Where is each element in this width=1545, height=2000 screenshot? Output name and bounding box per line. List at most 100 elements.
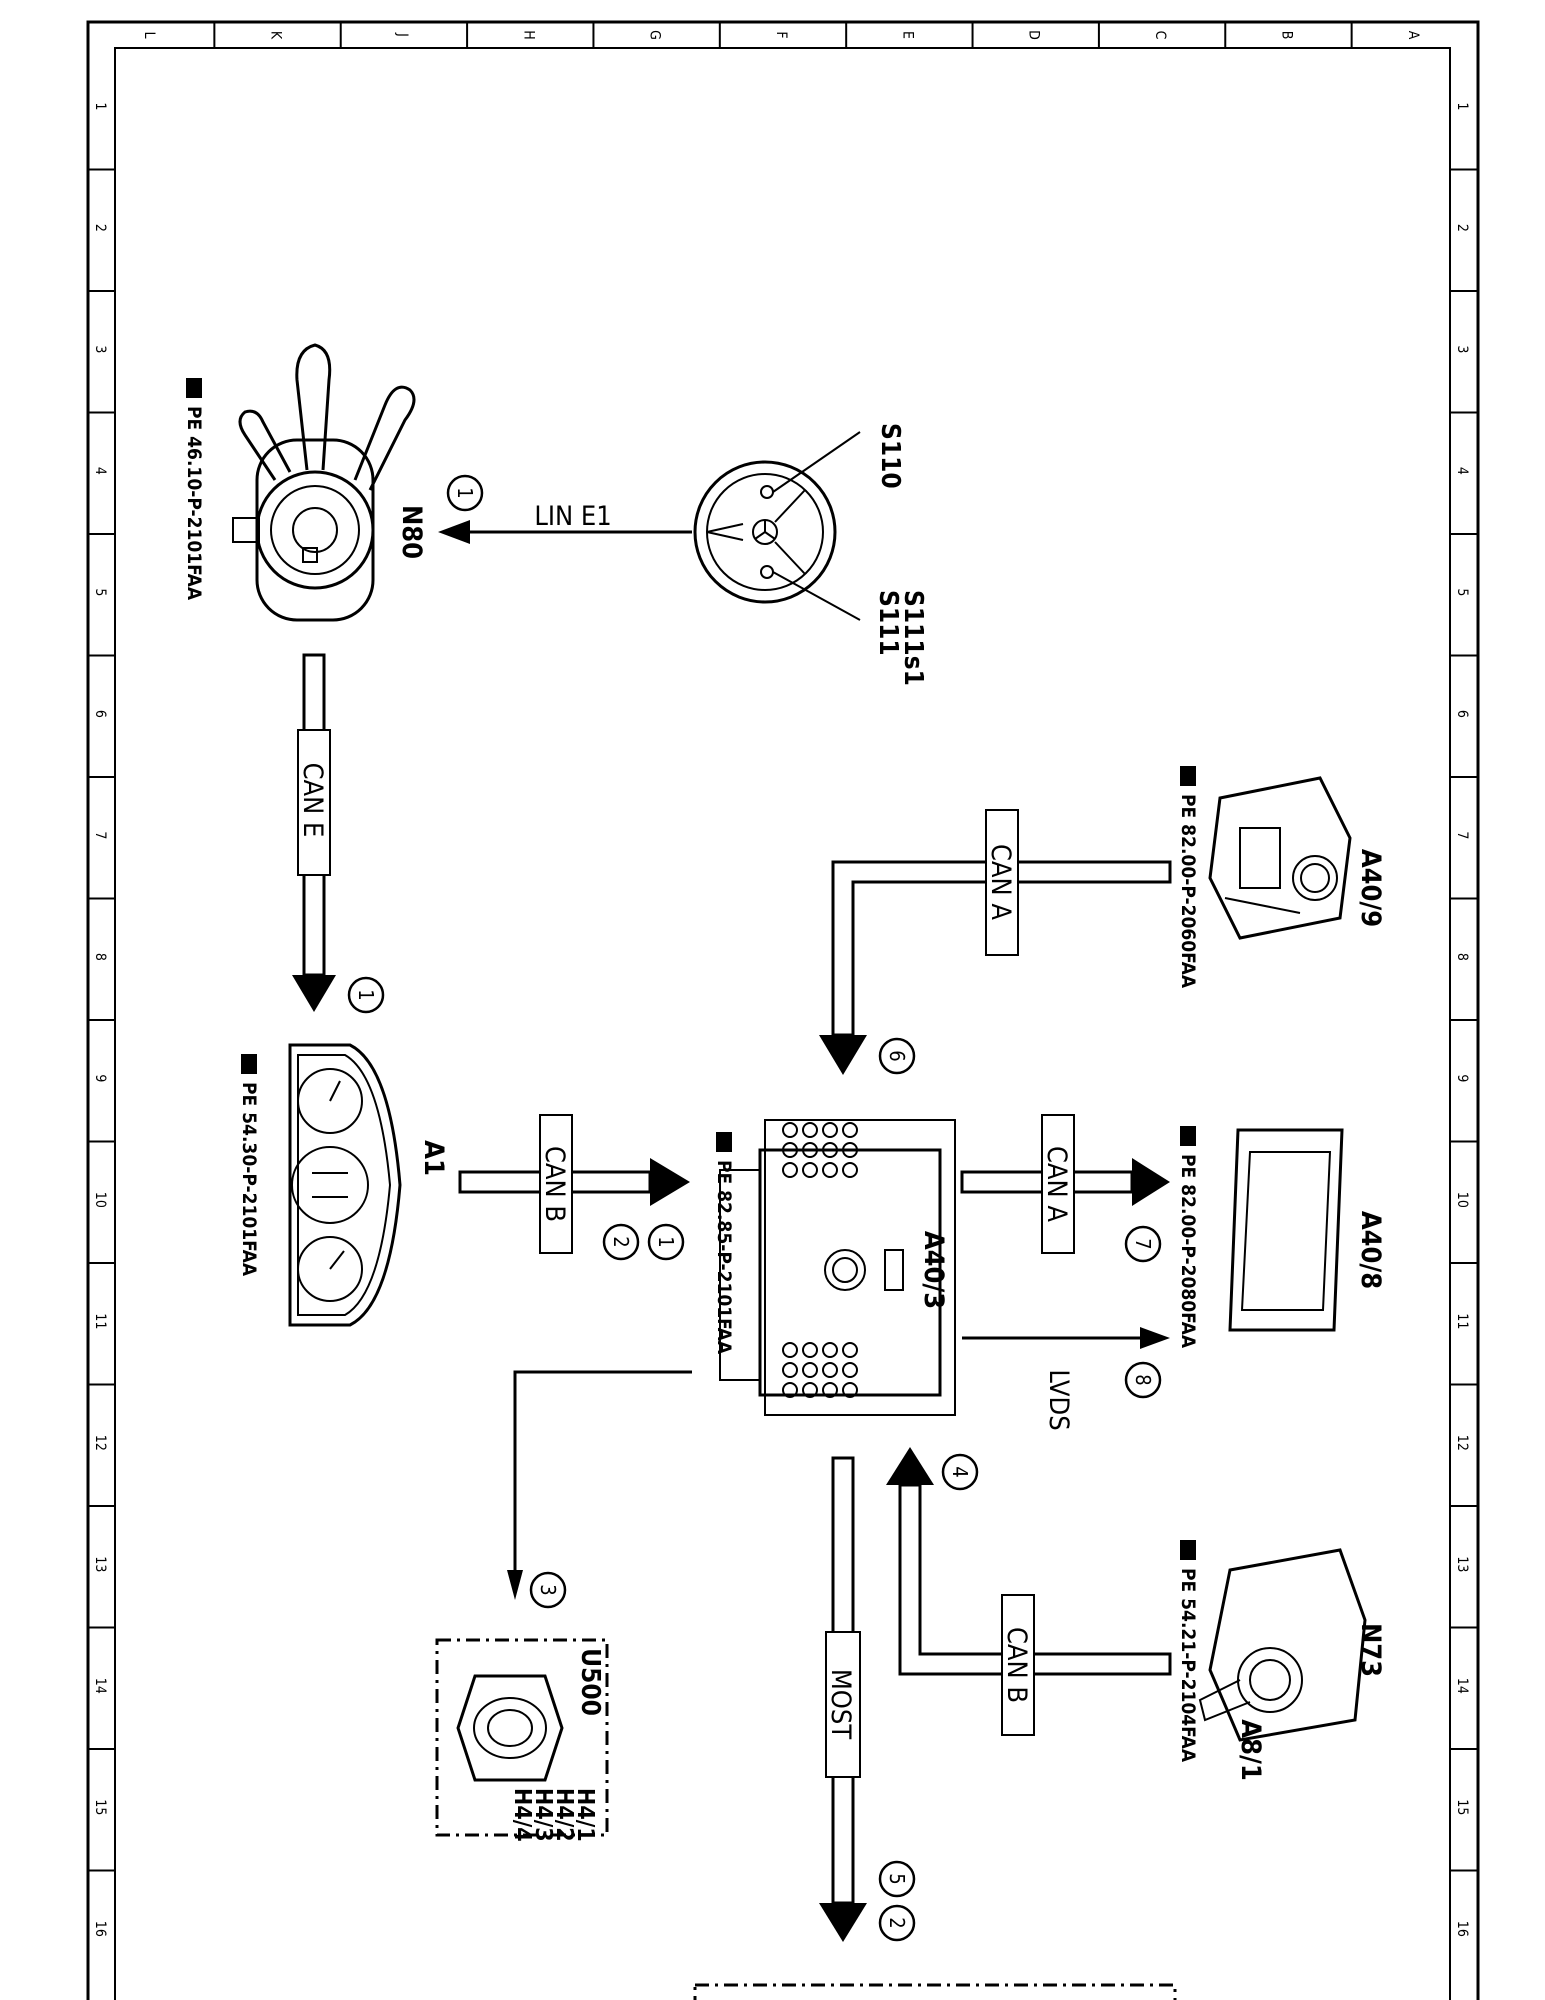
a408-ref-text: PE 82.00-P-2080FAA — [1177, 1154, 1199, 1349]
marker-a403-b: 2 — [602, 1223, 640, 1261]
zone-number-left-3: 3 — [92, 345, 108, 353]
can-b-n73-label: CAN B — [1001, 1627, 1032, 1703]
zone-number-right-6: 6 — [1454, 710, 1470, 718]
u500-box — [435, 1638, 609, 1837]
most-label: MOST — [825, 1669, 856, 1740]
zone-number-left-4: 4 — [92, 467, 108, 475]
zone-number-left-7: 7 — [92, 831, 108, 839]
marker-most-a: 5 — [878, 1860, 916, 1898]
s111-label: S111 — [873, 590, 903, 656]
zone-number-right-8: 8 — [1454, 953, 1470, 961]
s110-label: S110 — [875, 423, 905, 489]
marker-u500-number: 3 — [536, 1584, 560, 1595]
can-e-connection: CAN E — [292, 653, 336, 1012]
a81-code: A8/1 — [1235, 1719, 1266, 1780]
n73-ref-text: PE 54.21-P-2104FAA — [1177, 1568, 1199, 1763]
zone-letter-c: C — [1152, 31, 1168, 40]
u500-item-2: H4/2 — [551, 1788, 577, 1842]
marker-most-b: 2 — [878, 1904, 916, 1942]
a403-code: A40/3 — [918, 1231, 949, 1309]
zone-number-left-6: 6 — [92, 710, 108, 718]
zone-letter-k: K — [268, 31, 284, 40]
zone-number-right-15: 15 — [1454, 1799, 1470, 1815]
u500-item-4: H4/4 — [509, 1788, 535, 1842]
display-icon — [1228, 1128, 1344, 1332]
marker-a1: 1 — [347, 976, 385, 1014]
zone-number-right-3: 3 — [1454, 345, 1470, 353]
zone-letter-a: A — [1405, 31, 1421, 40]
a403-ref: PE 82.85-P-2101FAA — [713, 1132, 735, 1355]
a408-ref: PE 82.00-P-2080FAA — [1177, 1126, 1199, 1349]
marker-most-a-number: 5 — [885, 1873, 909, 1884]
zone-number-right-11: 11 — [1454, 1313, 1470, 1329]
zone-letter-g: G — [647, 30, 663, 40]
u500-code: U500 — [575, 1648, 605, 1716]
zone-letter-f: F — [773, 31, 789, 38]
marker-n73: 4 — [941, 1453, 979, 1491]
n80-code: N80 — [396, 505, 427, 559]
most-target-box — [693, 1983, 1177, 2000]
zone-letter-b: B — [1278, 31, 1294, 40]
s111s1-label: S111s1 — [898, 590, 928, 686]
zone-number-left-12: 12 — [92, 1435, 108, 1451]
a408-code: A40/8 — [1355, 1211, 1386, 1289]
ignition-switch-icon — [1198, 1548, 1367, 1742]
lvds-label: LVDS — [1043, 1369, 1074, 1430]
zone-letter-h: H — [520, 30, 536, 39]
marker-a403-a: 1 — [647, 1223, 685, 1261]
can-b-a1-connection: CAN B — [458, 1114, 690, 1254]
marker-can-a-in-number: 6 — [885, 1050, 909, 1061]
zone-number-right-1: 1 — [1454, 102, 1470, 110]
head-unit-icon — [719, 1119, 956, 1416]
u500-item-3: H4/3 — [530, 1788, 556, 1842]
combination-switch-icon — [232, 343, 416, 622]
marker-n80: 1 — [446, 474, 484, 512]
zone-number-right-13: 13 — [1454, 1556, 1470, 1572]
zone-number-left-13: 13 — [92, 1556, 108, 1572]
marker-lvds-number: 8 — [1131, 1374, 1155, 1385]
zone-number-right-5: 5 — [1454, 588, 1470, 596]
can-b-a1-label: CAN B — [539, 1146, 570, 1222]
marker-a403-a-number: 1 — [654, 1236, 678, 1247]
zone-number-right-7: 7 — [1454, 831, 1470, 839]
a409-ref: PE 82.00-P-2060FAA — [1177, 766, 1199, 989]
zone-letter-l: L — [141, 31, 157, 38]
a1-ref-text: PE 54.30-P-2101FAA — [238, 1082, 260, 1277]
zone-number-left-16: 16 — [92, 1921, 108, 1937]
n80-ref-text: PE 46.10-P-2101FAA — [183, 406, 205, 601]
a409-code: A40/9 — [1355, 849, 1386, 927]
steering-wheel-icon — [693, 431, 861, 621]
a403-ref-text: PE 82.85-P-2101FAA — [713, 1160, 735, 1355]
can-a-in-label: CAN A — [985, 844, 1016, 920]
instrument-cluster-icon — [288, 1043, 402, 1327]
a1-code: A1 — [418, 1140, 449, 1176]
zone-number-left-9: 9 — [92, 1074, 108, 1082]
can-e-label: CAN E — [297, 763, 328, 838]
lin-e1-connection: LIN E1 — [438, 501, 692, 544]
marker-u500: 3 — [529, 1571, 567, 1609]
zone-number-left-1: 1 — [92, 102, 108, 110]
marker-can-a-out-number: 7 — [1131, 1238, 1155, 1249]
marker-n80-number: 1 — [453, 487, 477, 498]
a1-ref: PE 54.30-P-2101FAA — [238, 1054, 260, 1277]
zone-number-right-10: 10 — [1454, 1192, 1470, 1208]
zone-letter-j: J — [394, 32, 410, 37]
zone-number-right-16: 16 — [1454, 1921, 1470, 1937]
zone-number-left-15: 15 — [92, 1799, 108, 1815]
marker-can-a-out: 7 — [1124, 1225, 1162, 1263]
can-a-out-connection: CAN A — [960, 1114, 1170, 1254]
marker-a1-number: 1 — [354, 989, 378, 1000]
zone-number-right-4: 4 — [1454, 467, 1470, 475]
zone-number-right-12: 12 — [1454, 1435, 1470, 1451]
zone-number-left-5: 5 — [92, 588, 108, 596]
zone-number-left-10: 10 — [92, 1192, 108, 1208]
can-a-in-connection: CAN A — [819, 809, 1172, 1075]
reference-markers: 1 1 1 2 3 4 5 2 6 7 8 — [347, 474, 1162, 1942]
speaker-icon — [456, 1674, 564, 1782]
n80-ref: PE 46.10-P-2101FAA — [183, 378, 205, 601]
can-b-n73-connection: CAN B — [886, 1447, 1172, 1736]
n73-ref: PE 54.21-P-2104FAA — [1177, 1540, 1199, 1763]
zone-letter-e: E — [899, 31, 915, 39]
marker-most-b-number: 2 — [885, 1917, 909, 1928]
